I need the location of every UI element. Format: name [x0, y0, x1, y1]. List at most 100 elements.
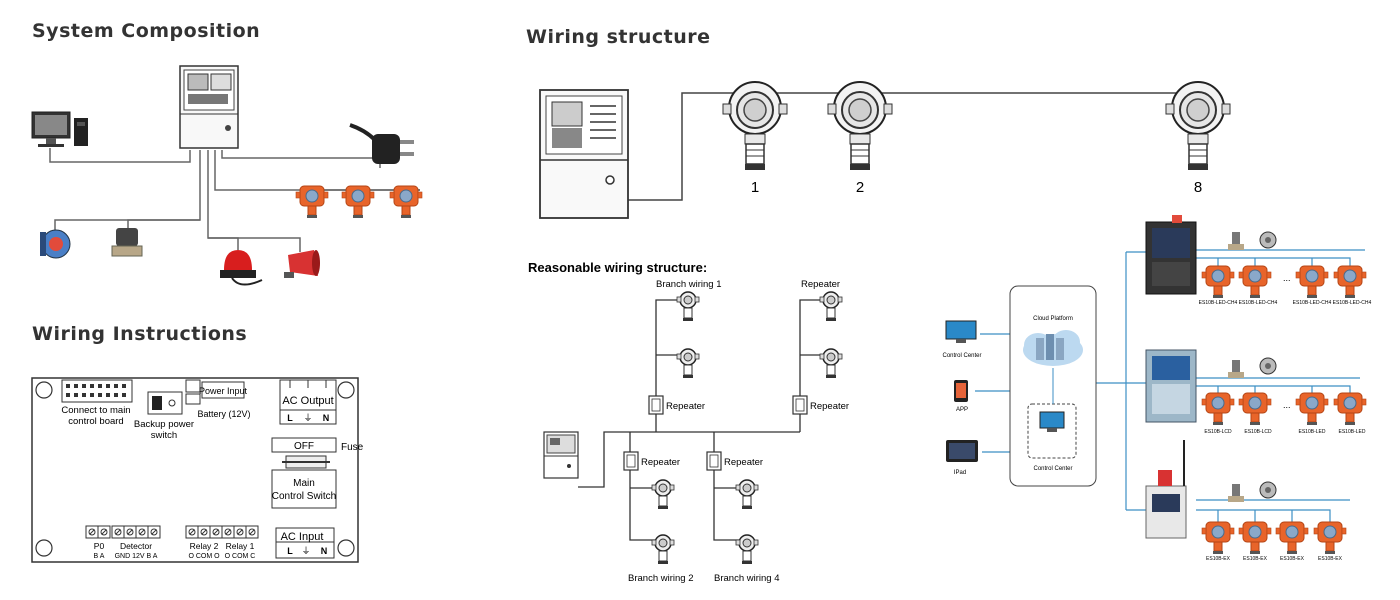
ac-output-label: AC Output: [282, 395, 333, 407]
detector-number-8: 8: [1194, 179, 1202, 196]
phone-icon: [954, 380, 968, 402]
title-system-composition: System Composition: [32, 20, 261, 42]
wiring-board: Connect to main control board Backup pow…: [31, 377, 364, 563]
orange-detector-icon: [1238, 265, 1272, 299]
app-label: APP: [956, 407, 968, 413]
ac-input-term-ground: ⏚: [301, 546, 310, 556]
main-switch-label: Main: [293, 478, 315, 489]
repeater-label: Repeater: [810, 401, 849, 412]
orange-detector-icon: [1238, 392, 1272, 426]
system-composition: [31, 65, 423, 286]
wiring-structure: 1 2 8: [539, 81, 1231, 219]
branch2-label: Branch wiring 2: [628, 573, 693, 584]
repeater-top-label: Repeater: [801, 279, 840, 290]
title-wiring-structure: Wiring structure: [526, 26, 711, 48]
relay2-label: Relay 2: [190, 541, 219, 551]
gas-detector-icon: [827, 81, 893, 171]
tablet-icon: [946, 440, 978, 462]
ac-output-term-n: N: [323, 413, 330, 423]
orange-detector-icon: [1295, 392, 1329, 426]
row3-label: ES10B-EX: [1280, 556, 1305, 562]
repeater-box-icon: [706, 451, 722, 471]
reasonable-wiring: Reasonable wiring structure: Branch wiri…: [528, 260, 849, 584]
exhaust-fan-icon: [40, 229, 71, 259]
orange-detector-icon: [389, 185, 423, 219]
orange-detector-icon: [1295, 265, 1329, 299]
repeater-label: Repeater: [724, 457, 763, 468]
fan-icon: [1259, 231, 1277, 499]
ac-input-term-l: L: [287, 546, 293, 556]
repeater-box-icon: [792, 395, 808, 415]
main-controller-cabinet: [539, 89, 629, 219]
small-detector-icon: [676, 348, 700, 379]
repeater-label: Repeater: [666, 401, 705, 412]
cloud-platform-label: Cloud Platform: [1033, 316, 1073, 322]
orange-detector-icon: [1333, 392, 1367, 426]
control-center-label: Control Center: [1033, 466, 1072, 472]
small-detector-icon: [651, 534, 675, 565]
orange-detector-icon: [1333, 265, 1367, 299]
orange-detector-icon: [1313, 521, 1347, 555]
row1-label: ES10B-LED-CH4: [1239, 300, 1278, 306]
ac-output-term-ground: ⏚: [303, 413, 312, 423]
branch4-label: Branch wiring 4: [714, 573, 779, 584]
relay2-terms: O COM O: [188, 553, 220, 560]
off-label: OFF: [294, 441, 314, 452]
small-detector-icon: [651, 479, 675, 510]
row3-label: ES10B-EX: [1206, 556, 1231, 562]
connect-main-label: Connect to main: [61, 405, 130, 416]
monitor-icon: [945, 320, 977, 343]
row2-label: ES10B-LCD: [1244, 429, 1272, 435]
orange-detector-icon: [1201, 392, 1235, 426]
controller-cabinet: [179, 65, 239, 149]
battery-label: Battery (12V): [197, 409, 250, 419]
detector-label: Detector: [120, 541, 152, 551]
row2-label: ES10B-LCD: [1204, 429, 1232, 435]
p0-terms: B A: [94, 553, 105, 560]
gas-detector-icon: [1165, 81, 1231, 171]
small-detector-icon: [735, 479, 759, 510]
title-wiring-instructions: Wiring Instructions: [32, 323, 248, 345]
detector-number-2: 2: [856, 179, 864, 196]
row1-label: ES10B-LED-CH4: [1199, 300, 1238, 306]
ac-input-term-n: N: [321, 546, 328, 556]
alarm-light-icon: [220, 250, 263, 286]
cloud-network: Cloud Platform Control Center Control Ce…: [942, 215, 1372, 562]
connect-main-label: control board: [68, 416, 123, 427]
ipad-label: IPad: [954, 470, 966, 476]
relay1-terms: O COM C: [225, 553, 256, 560]
ac-input-label: AC Input: [281, 531, 324, 543]
orange-detector-icon: [341, 185, 375, 219]
orange-detector-icon: [1201, 265, 1235, 299]
orange-detector-icon: [1238, 521, 1272, 555]
repeater-box-icon: [623, 451, 639, 471]
small-detector-icon: [819, 291, 843, 322]
small-detector-icon: [819, 348, 843, 379]
fuse-label: Fuse: [341, 442, 364, 453]
orange-detector-icon: [1275, 521, 1309, 555]
detector-number-1: 1: [751, 179, 759, 196]
control-center-left-label: Control Center: [942, 353, 981, 359]
dots-row2: ...: [1283, 400, 1291, 410]
small-controller-icon: [543, 431, 579, 479]
ac-output-term-l: L: [287, 413, 293, 423]
controller-row2: [1145, 349, 1197, 423]
branch1-label: Branch wiring 1: [656, 279, 721, 290]
row1-label: ES10B-LED-CH4: [1293, 300, 1332, 306]
row2-label: ES10B-LED: [1299, 429, 1326, 435]
power-input-label: Power Input: [199, 386, 248, 396]
row1-label: ES10B-LED-CH4: [1333, 300, 1372, 306]
backup-power-label: switch: [151, 430, 177, 441]
relay1-label: Relay 1: [226, 541, 255, 551]
backup-power-label: Backup power: [134, 419, 194, 430]
small-detector-icon: [735, 534, 759, 565]
orange-detector-icon: [295, 185, 329, 219]
gas-detector-icon: [722, 81, 788, 171]
row3-label: ES10B-EX: [1318, 556, 1343, 562]
controller-row3: [1145, 440, 1187, 539]
small-detector-icon: [676, 291, 700, 322]
main-switch-label: Control Switch: [272, 491, 336, 502]
reasonable-title: Reasonable wiring structure:: [528, 260, 707, 275]
row2-label: ES10B-LED: [1339, 429, 1366, 435]
